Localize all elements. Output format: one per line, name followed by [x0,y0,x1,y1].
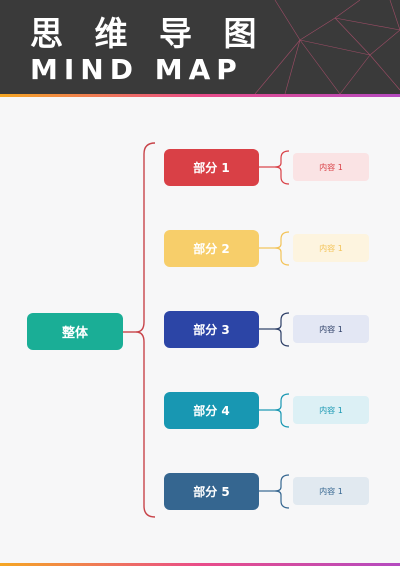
branch-node-3[interactable]: 部分 3 [164,311,259,348]
branch-node-2[interactable]: 部分 2 [164,230,259,267]
bracket-3 [274,312,290,347]
branch-node-1[interactable]: 部分 1 [164,149,259,186]
bracket-5 [274,474,290,509]
bracket-4 [274,393,290,428]
polygon-pattern-decoration [254,0,400,94]
branch-node-4[interactable]: 部分 4 [164,392,259,429]
title-english: MIND MAP [30,53,243,86]
bracket-2 [274,231,290,266]
footer-accent-bar [0,563,400,566]
content-node-3[interactable]: 内容 1 [293,315,369,343]
bracket-1 [274,150,290,185]
content-node-1[interactable]: 内容 1 [293,153,369,181]
header-banner: 思 维 导 图 MIND MAP [0,0,400,94]
title-chinese: 思 维 导 图 [30,14,267,53]
content-node-2[interactable]: 内容 1 [293,234,369,262]
main-bracket [135,142,156,518]
header-accent-bar [0,94,400,97]
content-node-4[interactable]: 内容 1 [293,396,369,424]
root-node[interactable]: 整体 [27,313,123,350]
branch-node-5[interactable]: 部分 5 [164,473,259,510]
content-node-5[interactable]: 内容 1 [293,477,369,505]
